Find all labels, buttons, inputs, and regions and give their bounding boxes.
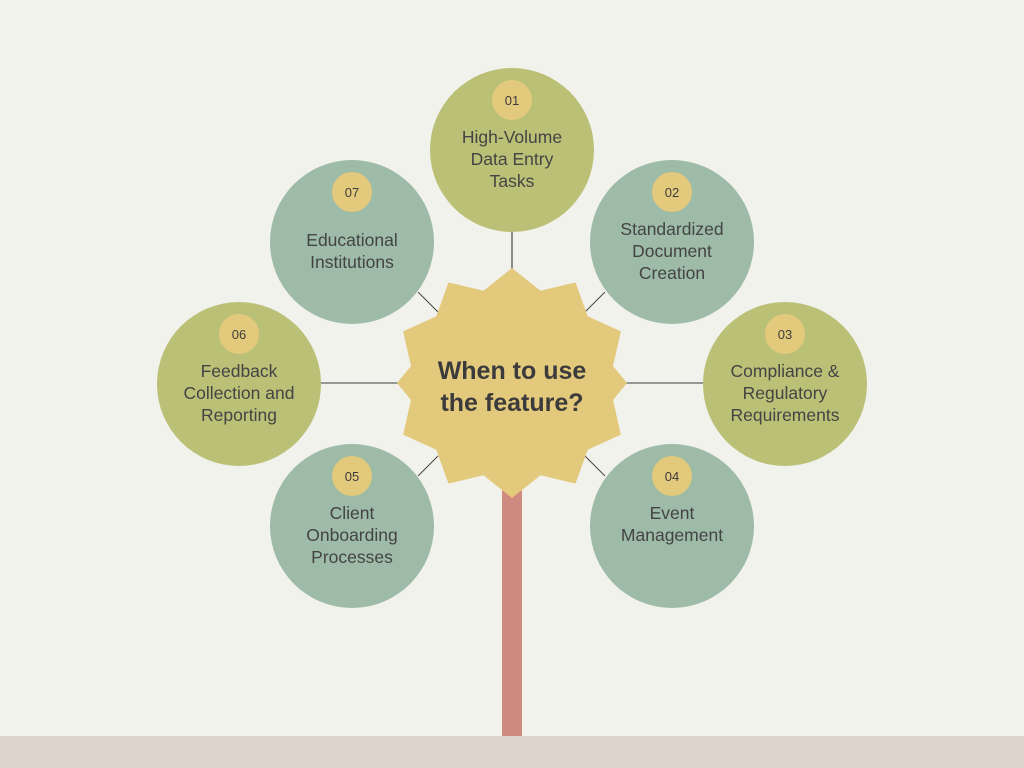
tree-stem (502, 480, 522, 736)
number-badge: 05 (332, 456, 372, 496)
center-starburst (397, 268, 627, 498)
node-02: 02 Standardized Document Creation (590, 160, 754, 324)
node-label: Feedback Collection and Reporting (183, 361, 295, 425)
node-04: 04 Event Management (590, 444, 754, 608)
number-badge: 01 (492, 80, 532, 120)
node-03: 03 Compliance & Regulatory Requirements (703, 302, 867, 466)
connector-07 (417, 291, 439, 313)
node-label: High-Volume Data Entry Tasks (461, 127, 563, 191)
number-badge: 02 (652, 172, 692, 212)
number-badge: 04 (652, 456, 692, 496)
number-badge: 03 (765, 314, 805, 354)
node-01: 01 High-Volume Data Entry Tasks (430, 68, 594, 232)
number-badge: 06 (219, 314, 259, 354)
node-label: Event Management (620, 503, 724, 545)
node-label: Compliance & Regulatory Requirements (730, 361, 840, 425)
node-07: 07 Educational Institutions (270, 160, 434, 324)
connector-05 (417, 455, 439, 477)
connector-04 (584, 455, 606, 477)
ground-band (0, 736, 1024, 768)
node-label: Client Onboarding Processes (306, 503, 398, 567)
node-05: 05 Client Onboarding Processes (270, 444, 434, 608)
center-title: When to use the feature? (437, 357, 587, 417)
node-label: Standardized Document Creation (620, 219, 724, 283)
node-label: Educational Institutions (306, 230, 398, 272)
node-06: 06 Feedback Collection and Reporting (157, 302, 321, 466)
number-badge: 07 (332, 172, 372, 212)
connector-02 (584, 291, 606, 313)
